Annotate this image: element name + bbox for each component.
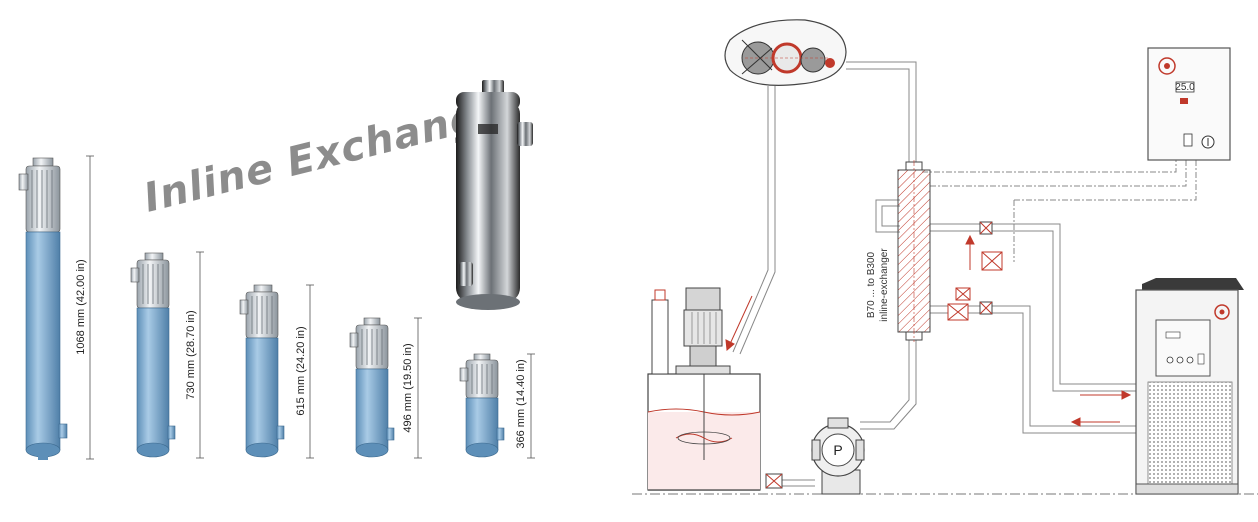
stainless-exchanger-photo xyxy=(456,80,533,310)
exchanger-unit-496 xyxy=(349,317,395,458)
exchanger-unit-366 xyxy=(459,353,505,458)
pump-label: P xyxy=(833,442,842,458)
exchanger-unit-615 xyxy=(239,284,285,458)
dimension-label-496: 496 mm (19.50 in) xyxy=(402,343,414,432)
dimension-label-1068: 1068 mm (42.00 in) xyxy=(75,259,87,354)
dimension-line-615 xyxy=(306,284,314,459)
chiller-unit xyxy=(1135,278,1244,495)
dimension-line-730 xyxy=(196,251,204,459)
page-title: Inline Exchange xyxy=(139,87,511,222)
dimension-label-615: 615 mm (24.20 in) xyxy=(295,326,307,415)
roller-unit xyxy=(724,19,847,86)
exchanger-unit-730 xyxy=(130,252,176,458)
valve-cluster xyxy=(947,221,1003,321)
mixer-motor xyxy=(675,287,731,375)
pump xyxy=(811,417,865,495)
pipe-network xyxy=(732,61,1197,487)
dimension-line-366 xyxy=(527,353,535,459)
dimension-line-1068 xyxy=(86,155,94,460)
process-tank xyxy=(647,289,761,491)
controller-box xyxy=(1147,47,1231,161)
dimension-label-366: 366 mm (14.40 in) xyxy=(515,359,527,448)
controller-display-readout: 25.0 xyxy=(1175,82,1195,93)
exchanger-unit-1068 xyxy=(18,157,68,460)
exchanger-label-line1: B70 ... to B300 xyxy=(866,251,877,318)
pump-inlet-valve xyxy=(765,473,783,489)
flow-arrows xyxy=(725,234,1132,427)
dimension-line-496 xyxy=(414,317,422,459)
dimension-label-730: 730 mm (28.70 in) xyxy=(185,310,197,399)
exchanger-label-line2: inline-exchanger xyxy=(879,248,890,322)
inline-exchanger-diagram xyxy=(897,160,931,342)
